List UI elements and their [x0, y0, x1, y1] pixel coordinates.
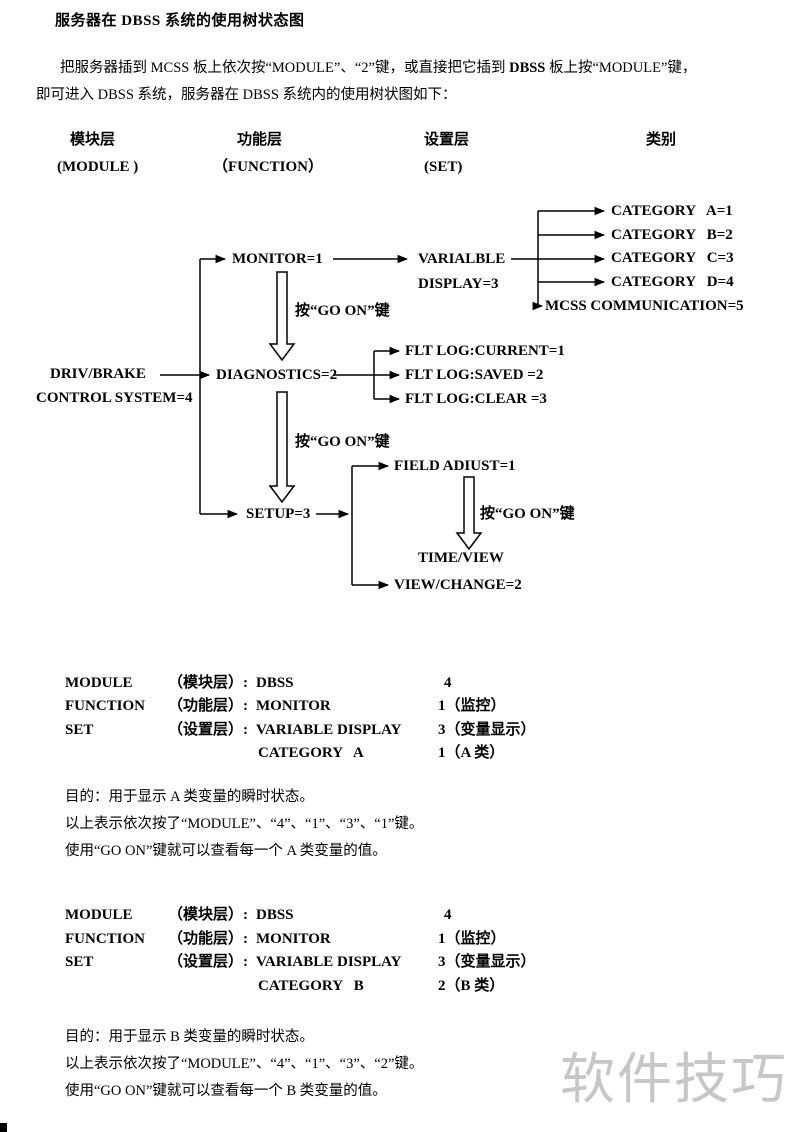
intro-line-1-a: 把服务器插到 MCSS 板上依次按“MODULE”、“2”键，或直接把它插到: [60, 60, 510, 76]
table-cell: 1（监控）: [438, 931, 506, 947]
table-cell: 1（A 类）: [438, 745, 505, 761]
table-cell: 4: [444, 907, 452, 923]
table-cell: FUNCTION: [65, 931, 146, 947]
table-cell: （模块层）:: [168, 675, 248, 691]
column-header-set-en: (SET): [424, 159, 463, 175]
node-field-adjust: FIELD ADIUST=1: [394, 458, 516, 474]
table-cell: DBSS: [256, 907, 294, 923]
go-on-label-1: 按“GO ON”键: [295, 303, 390, 319]
table-cell: CATEGORY B: [258, 978, 364, 994]
go-on-label-2: 按“GO ON”键: [295, 434, 390, 450]
go-on-down-arrow-3: [455, 476, 483, 551]
node-mcss-communication: MCSS COMMUNICATION=5: [545, 298, 744, 314]
node-category-c: CATEGORY C=3: [611, 250, 734, 266]
node-variable-line2: DISPLAY=3: [418, 276, 499, 292]
table-cell: （模块层）:: [168, 907, 248, 923]
table-cell: MONITOR: [256, 931, 331, 947]
go-on-label-3: 按“GO ON”键: [480, 506, 575, 522]
node-view-change: VIEW/CHANGE=2: [394, 577, 522, 593]
table-cell: 3（变量显示）: [438, 954, 536, 970]
watermark-text: 软件技巧: [560, 1048, 789, 1110]
table-cell: 2（B 类）: [438, 978, 505, 994]
node-flt-log-current: FLT LOG:CURRENT=1: [405, 343, 565, 359]
example-a-note-3: 使用“GO ON”键就可以查看每一个 A 类变量的值。: [65, 843, 387, 859]
table-cell: （功能层）:: [168, 698, 248, 714]
table-cell: MODULE: [65, 675, 133, 691]
example-a-note-1: 目的：用于显示 A 类变量的瞬时状态。: [65, 789, 314, 805]
node-setup: SETUP=3: [246, 506, 311, 522]
example-b-note-1: 目的：用于显示 B 类变量的瞬时状态。: [65, 1029, 314, 1045]
node-category-a: CATEGORY A=1: [611, 203, 733, 219]
table-cell: VARIABLE DISPLAY: [256, 954, 402, 970]
node-driv-brake-line1: DRIV/BRAKE: [50, 366, 146, 382]
node-monitor: MONITOR=1: [232, 251, 323, 267]
node-driv-brake-line2: CONTROL SYSTEM=4: [36, 390, 193, 406]
table-cell: （功能层）:: [168, 931, 248, 947]
intro-line-1-c: 板上按“MODULE”键，: [545, 60, 697, 76]
table-cell: MODULE: [65, 907, 133, 923]
column-header-module-en: (MODULE ): [57, 159, 139, 175]
column-header-function-cn: 功能层: [237, 132, 283, 148]
column-header-module-cn: 模块层: [70, 132, 116, 148]
table-cell: DBSS: [256, 675, 294, 691]
node-category-d: CATEGORY D=4: [611, 274, 734, 290]
column-header-function-en: （FUNCTION）: [213, 159, 324, 175]
scan-artifact: [0, 1123, 7, 1132]
table-cell: （设置层）:: [168, 722, 248, 738]
node-time-view: TIME/VIEW: [418, 550, 504, 566]
go-on-down-arrow-1: [268, 271, 296, 362]
table-cell: SET: [65, 954, 94, 970]
column-header-category: 类别: [646, 132, 677, 148]
node-variable-line1: VARIALBLE: [418, 251, 506, 267]
node-category-b: CATEGORY B=2: [611, 227, 733, 243]
intro-line-1: 把服务器插到 MCSS 板上依次按“MODULE”、“2”键，或直接把它插到 D…: [60, 60, 696, 77]
go-on-down-arrow-2: [268, 391, 296, 504]
table-cell: 3（变量显示）: [438, 722, 536, 738]
column-header-set-cn: 设置层: [424, 132, 470, 148]
example-b-note-3: 使用“GO ON”键就可以查看每一个 B 类变量的值。: [65, 1083, 387, 1099]
table-cell: SET: [65, 722, 94, 738]
table-cell: CATEGORY A: [258, 745, 364, 761]
node-flt-log-saved: FLT LOG:SAVED =2: [405, 367, 544, 383]
table-cell: 1（监控）: [438, 698, 506, 714]
table-cell: VARIABLE DISPLAY: [256, 722, 402, 738]
table-cell: （设置层）:: [168, 954, 248, 970]
table-cell: 4: [444, 675, 452, 691]
node-flt-log-clear: FLT LOG:CLEAR =3: [405, 391, 547, 407]
table-cell: FUNCTION: [65, 698, 146, 714]
intro-line-1-dbss: DBSS: [509, 60, 546, 76]
node-diagnostics: DIAGNOSTICS=2: [216, 367, 338, 383]
page-title: 服务器在 DBSS 系统的使用树状态图: [55, 13, 305, 29]
example-a-note-2: 以上表示依次按了“MODULE”、“4”、“1”、“3”、“1”键。: [65, 816, 424, 832]
table-cell: MONITOR: [256, 698, 331, 714]
example-b-note-2: 以上表示依次按了“MODULE”、“4”、“1”、“3”、“2”键。: [65, 1056, 424, 1072]
intro-line-2: 即可进入 DBSS 系统，服务器在 DBSS 系统内的使用树状图如下：: [36, 87, 457, 103]
